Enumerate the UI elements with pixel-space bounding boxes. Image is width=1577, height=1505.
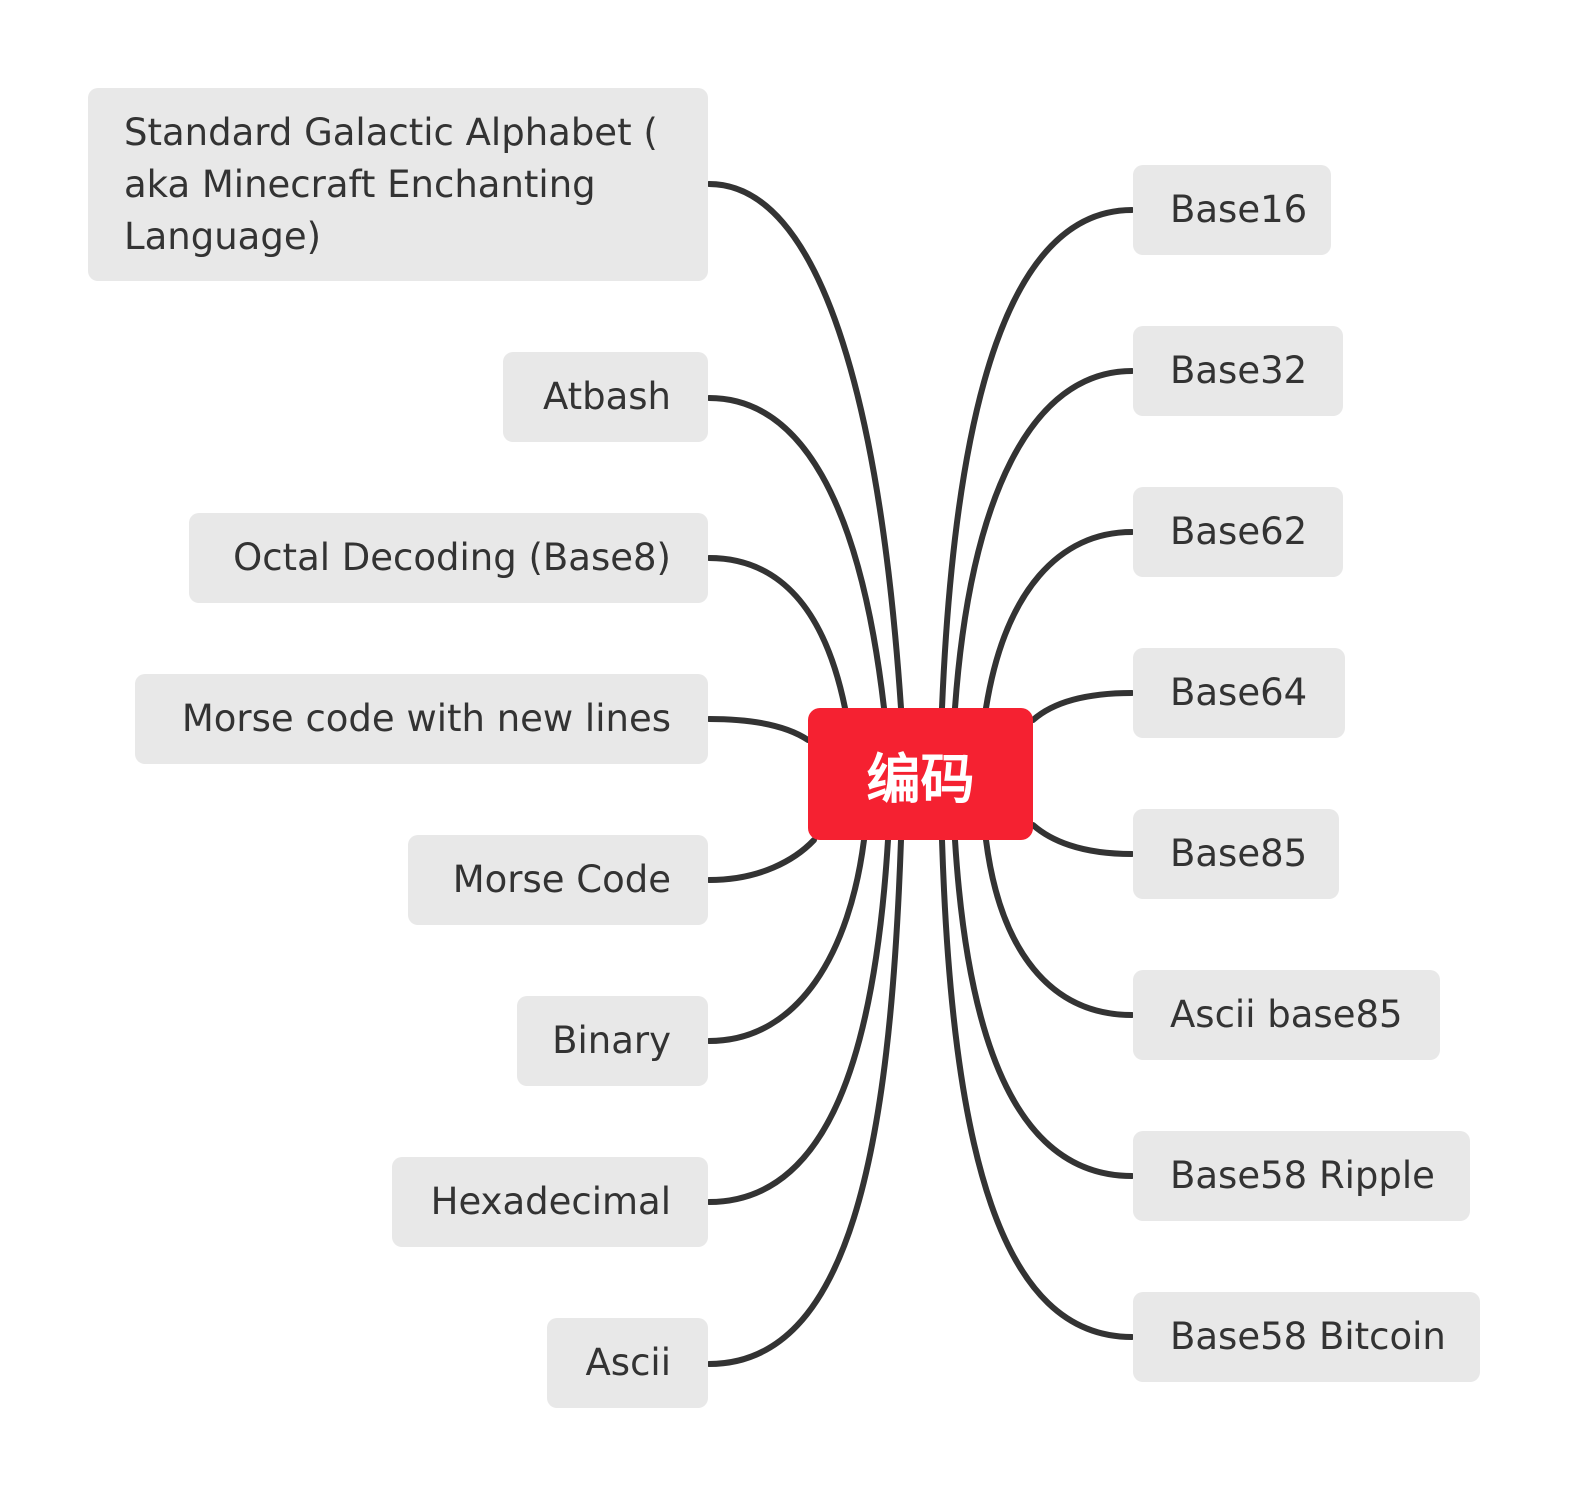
node-label: Octal Decoding (Base8) [233,536,671,579]
connector-base32 [952,368,1135,711]
connector-hexadecimal [706,837,891,1205]
node-label: Base64 [1170,671,1308,714]
node-base32[interactable]: Base32 [1133,326,1343,416]
connector-base64 [1030,690,1135,723]
node-base58-ripple[interactable]: Base58 Ripple [1133,1131,1470,1221]
node-label: Base32 [1170,349,1308,392]
node-base62[interactable]: Base62 [1133,487,1343,577]
node-binary[interactable]: Binary [517,996,708,1086]
node-label: Hexadecimal [430,1180,671,1223]
connector-base62 [983,529,1135,711]
connector-ascii [706,837,904,1367]
node-label: Standard Galactic Alphabet ( aka Minecra… [124,110,658,258]
node-label: Morse code with new lines [181,697,671,740]
node-label: Morse Code [452,858,671,901]
node-standard-galactic-alphabet[interactable]: Standard Galactic Alphabet ( aka Minecra… [88,88,708,281]
node-label: Base58 Ripple [1170,1154,1435,1197]
node-label: Base62 [1170,510,1308,553]
node-label: Atbash [542,375,671,418]
node-label: Base16 [1170,188,1308,231]
connector-atbash [706,395,887,711]
node-morse-code[interactable]: Morse Code [408,835,708,925]
connector-ascii-base85 [983,837,1135,1018]
central-topic[interactable]: 编码 [808,708,1033,840]
connector-morse-code [706,837,817,883]
node-octal-decoding[interactable]: Octal Decoding (Base8) [189,513,708,603]
node-atbash[interactable]: Atbash [503,352,708,442]
connector-base16 [939,207,1135,711]
central-topic-label: 编码 [866,747,975,811]
node-base85[interactable]: Base85 [1133,809,1339,899]
node-ascii[interactable]: Ascii [547,1318,708,1408]
node-label: Ascii base85 [1170,993,1403,1036]
node-base64[interactable]: Base64 [1133,648,1345,738]
node-label: Ascii [585,1341,672,1384]
node-label: Binary [552,1019,671,1062]
connector-base85 [1030,822,1135,857]
node-morse-code-new-lines[interactable]: Morse code with new lines [135,674,708,764]
node-hexadecimal[interactable]: Hexadecimal [392,1157,708,1247]
connector-base58-bitcoin [939,837,1135,1340]
node-label: Base85 [1170,832,1308,875]
connector-base58-ripple [952,837,1135,1179]
connector-morse-code-new-lines [706,716,811,743]
connector-octal-decoding [706,555,848,711]
connector-binary [706,837,867,1044]
node-base58-bitcoin[interactable]: Base58 Bitcoin [1133,1292,1480,1382]
connector-standard-galactic-alphabet [706,181,904,711]
node-ascii-base85[interactable]: Ascii base85 [1133,970,1440,1060]
node-base16[interactable]: Base16 [1133,165,1331,255]
node-label: Base58 Bitcoin [1170,1315,1446,1358]
